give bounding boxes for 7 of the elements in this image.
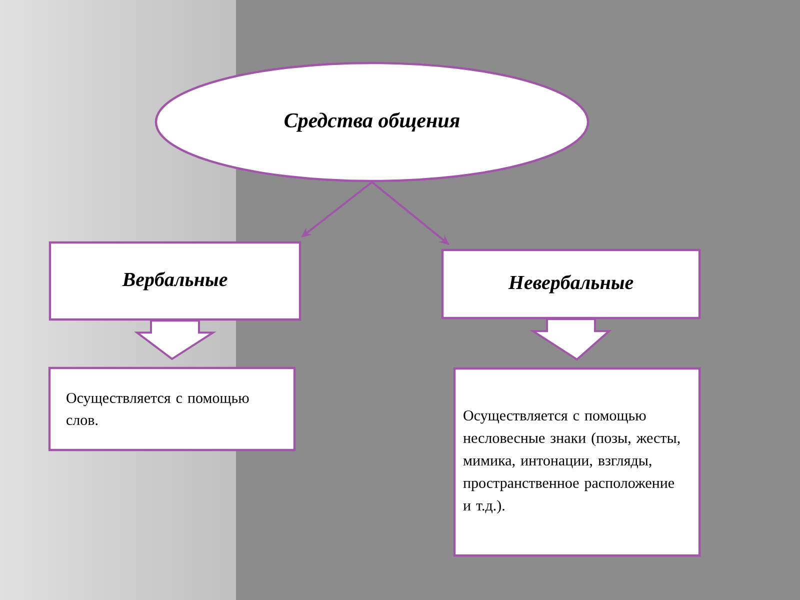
text-box: Вербальные bbox=[48, 241, 302, 321]
block-arrow bbox=[134, 320, 216, 360]
text-box: Осуществляется с помощью несловесные знаки (позы, жесты, мимика, интонации, взгляды, пространственное расположение и т.д.). bbox=[453, 367, 701, 557]
block-arrow bbox=[530, 318, 612, 361]
text-box: Невербальные bbox=[441, 248, 701, 320]
oval-node: Средства общения bbox=[154, 62, 590, 182]
text-box: Осуществляется с помощью слов. bbox=[48, 366, 296, 452]
